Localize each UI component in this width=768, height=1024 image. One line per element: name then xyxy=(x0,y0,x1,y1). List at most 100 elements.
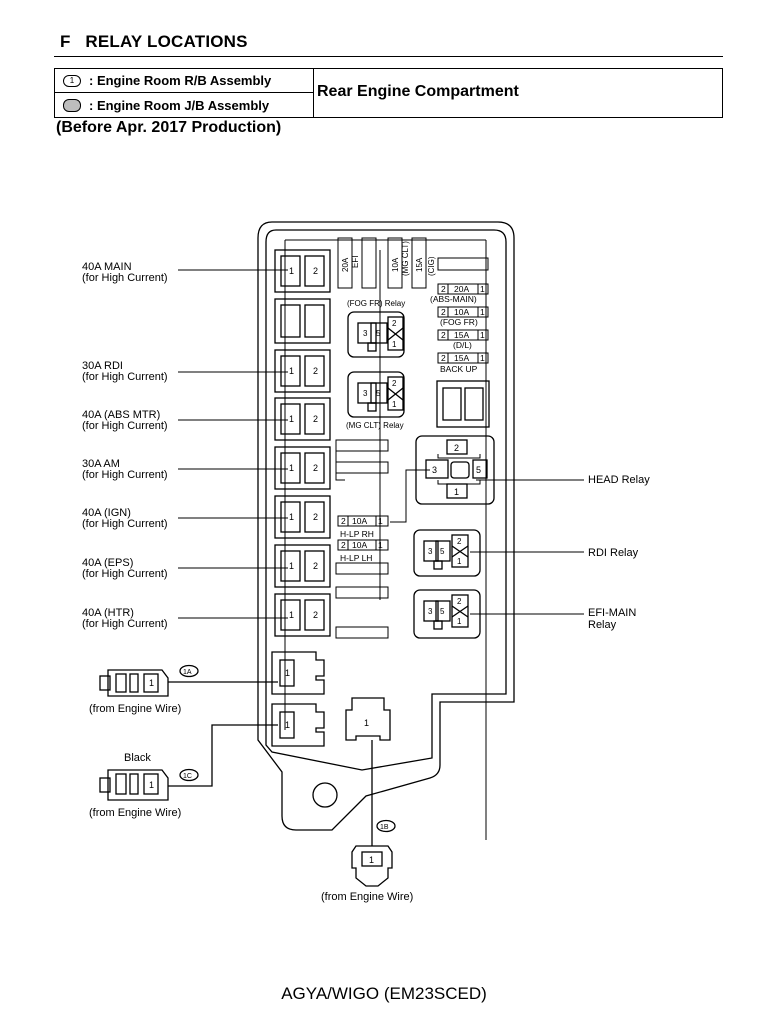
fuse-efi-name: EFI xyxy=(351,256,360,268)
fuse-efi-amp: 20A xyxy=(341,257,350,272)
housing-outline xyxy=(257,221,515,831)
heading-rule xyxy=(54,56,723,57)
section-title: RELAY LOCATIONS xyxy=(85,32,248,51)
pin-label: 3 xyxy=(432,465,437,475)
pin-label: 1 xyxy=(457,557,462,566)
rdi-relay-label: RDI Relay xyxy=(588,547,639,559)
right-labels: HEAD Relay RDI Relay EFI-MAIN Relay xyxy=(588,474,650,631)
efi-main-relay-label-2: Relay xyxy=(588,619,617,631)
label-eps: 40A (EPS) xyxy=(82,557,133,569)
connector-1b-caption: (from Engine Wire) xyxy=(321,891,413,903)
pin-label: 1 xyxy=(285,720,290,730)
pin-label: 2 xyxy=(441,307,446,317)
fuse-abs-main-name: (ABS-MAIN) xyxy=(430,294,477,304)
pin-label: 2 xyxy=(457,537,462,546)
jb-symbol-icon xyxy=(63,98,81,112)
pin-label: 3 xyxy=(363,329,368,338)
fog-fr-relay-label: (FOG FR) Relay xyxy=(347,299,405,308)
link-am xyxy=(274,446,331,490)
link-ign xyxy=(274,495,331,539)
fuse-hlp-rh-name: H-LP RH xyxy=(340,529,374,539)
head-relay-pins: 2 3 5 1 xyxy=(432,443,481,497)
pin-label: 1 xyxy=(149,678,154,688)
pin-label: 2 xyxy=(392,319,397,328)
label-am-sub: (for High Current) xyxy=(82,469,168,481)
connector-1c-label: 1C xyxy=(183,773,192,780)
pin-label: 1 xyxy=(289,266,294,276)
pin-label: 2 xyxy=(313,266,318,276)
pin-label: 2 xyxy=(313,414,318,424)
link-main xyxy=(274,249,331,293)
label-main-sub: (for High Current) xyxy=(82,272,168,284)
internal-wire-lines xyxy=(284,239,487,840)
connector-1c-caption: (from Engine Wire) xyxy=(89,807,181,819)
legend-divider xyxy=(313,69,314,117)
legend-rb-row: 1 : Engine Room R/B Assembly xyxy=(55,69,313,93)
pin-label: 1 xyxy=(392,340,397,349)
pin-label: 2 xyxy=(341,516,346,526)
label-abs-mtr-sub: (for High Current) xyxy=(82,420,168,432)
link-abs-mtr xyxy=(274,397,331,441)
fuse-hlp-lh-name: H-LP LH xyxy=(340,553,372,563)
pin-label: 1 xyxy=(289,512,294,522)
fuse-back-up-name: BACK UP xyxy=(440,364,478,374)
production-note: (Before Apr. 2017 Production) xyxy=(56,119,282,136)
pin-label: 1 xyxy=(364,718,369,728)
mg-clt-relay-label: (MG CLT) Relay xyxy=(346,421,404,430)
fuse-cig-amp: 15A xyxy=(415,257,424,272)
pin-label: 2 xyxy=(313,512,318,522)
mg-clt-relay xyxy=(347,371,405,418)
pin-label: 1 xyxy=(289,366,294,376)
pin-label: 1 xyxy=(369,855,374,865)
legend-table: 1 : Engine Room R/B Assembly : Engine Ro… xyxy=(54,68,723,118)
pin-label: 3 xyxy=(428,547,433,556)
fuse-fog-fr-amp: 10A xyxy=(454,307,469,317)
efi-main-relay-label: EFI-MAIN xyxy=(588,607,636,619)
connector-1b-badge-icon xyxy=(376,819,396,833)
label-eps-sub: (for High Current) xyxy=(82,568,168,580)
link-rdi xyxy=(274,349,331,393)
label-ign: 40A (IGN) xyxy=(82,507,131,519)
link-eps xyxy=(274,544,331,588)
pin-label: 2 xyxy=(313,463,318,473)
connector-1a-text: 1 1A (from Engine Wire) xyxy=(89,669,192,715)
fog-fr-relay xyxy=(347,311,405,358)
bottom-box-connectors xyxy=(271,651,391,747)
label-rdi: 30A RDI xyxy=(82,360,123,372)
label-ign-sub: (for High Current) xyxy=(82,518,168,530)
head-relay xyxy=(415,435,495,505)
fuse-cig xyxy=(411,237,427,289)
connector-1a-label: 1A xyxy=(183,669,192,676)
mounting-hole xyxy=(312,782,338,808)
efi-main-relay xyxy=(413,589,481,639)
pin-label: 2 xyxy=(313,366,318,376)
connector-1a xyxy=(99,664,278,697)
pin-label: 1 xyxy=(289,610,294,620)
link-htr xyxy=(274,593,331,637)
fuse-dl-name: (D/L) xyxy=(453,340,472,350)
pin-label: 2 xyxy=(441,353,446,363)
pin-label: 2 xyxy=(392,379,397,388)
pin-label: 2 xyxy=(341,540,346,550)
fuse-hlp-rh-amp: 10A xyxy=(352,516,367,526)
connector-1b-label: 1B xyxy=(380,824,389,831)
pin-label: 5 xyxy=(440,607,445,616)
spare-relay-socket xyxy=(436,380,490,428)
pin-label: 2 xyxy=(441,284,446,294)
fuse-abs-main-amp: 20A xyxy=(454,284,469,294)
bottom-connector-pins: 1 1 1 xyxy=(285,668,369,730)
pin-label: 3 xyxy=(363,389,368,398)
connector-1a-badge-icon xyxy=(179,664,199,678)
document-footer: AGYA/WIGO (EM23SCED) xyxy=(281,984,487,1003)
pin-label: 5 xyxy=(440,547,445,556)
label-htr: 40A (HTR) xyxy=(82,607,134,619)
left-leader-lines xyxy=(178,269,288,619)
top-fuses xyxy=(337,237,427,289)
pin-label: 1 xyxy=(289,414,294,424)
housing-inner xyxy=(265,229,507,771)
label-am: 30A AM xyxy=(82,458,120,470)
pin-label: 1 xyxy=(457,617,462,626)
